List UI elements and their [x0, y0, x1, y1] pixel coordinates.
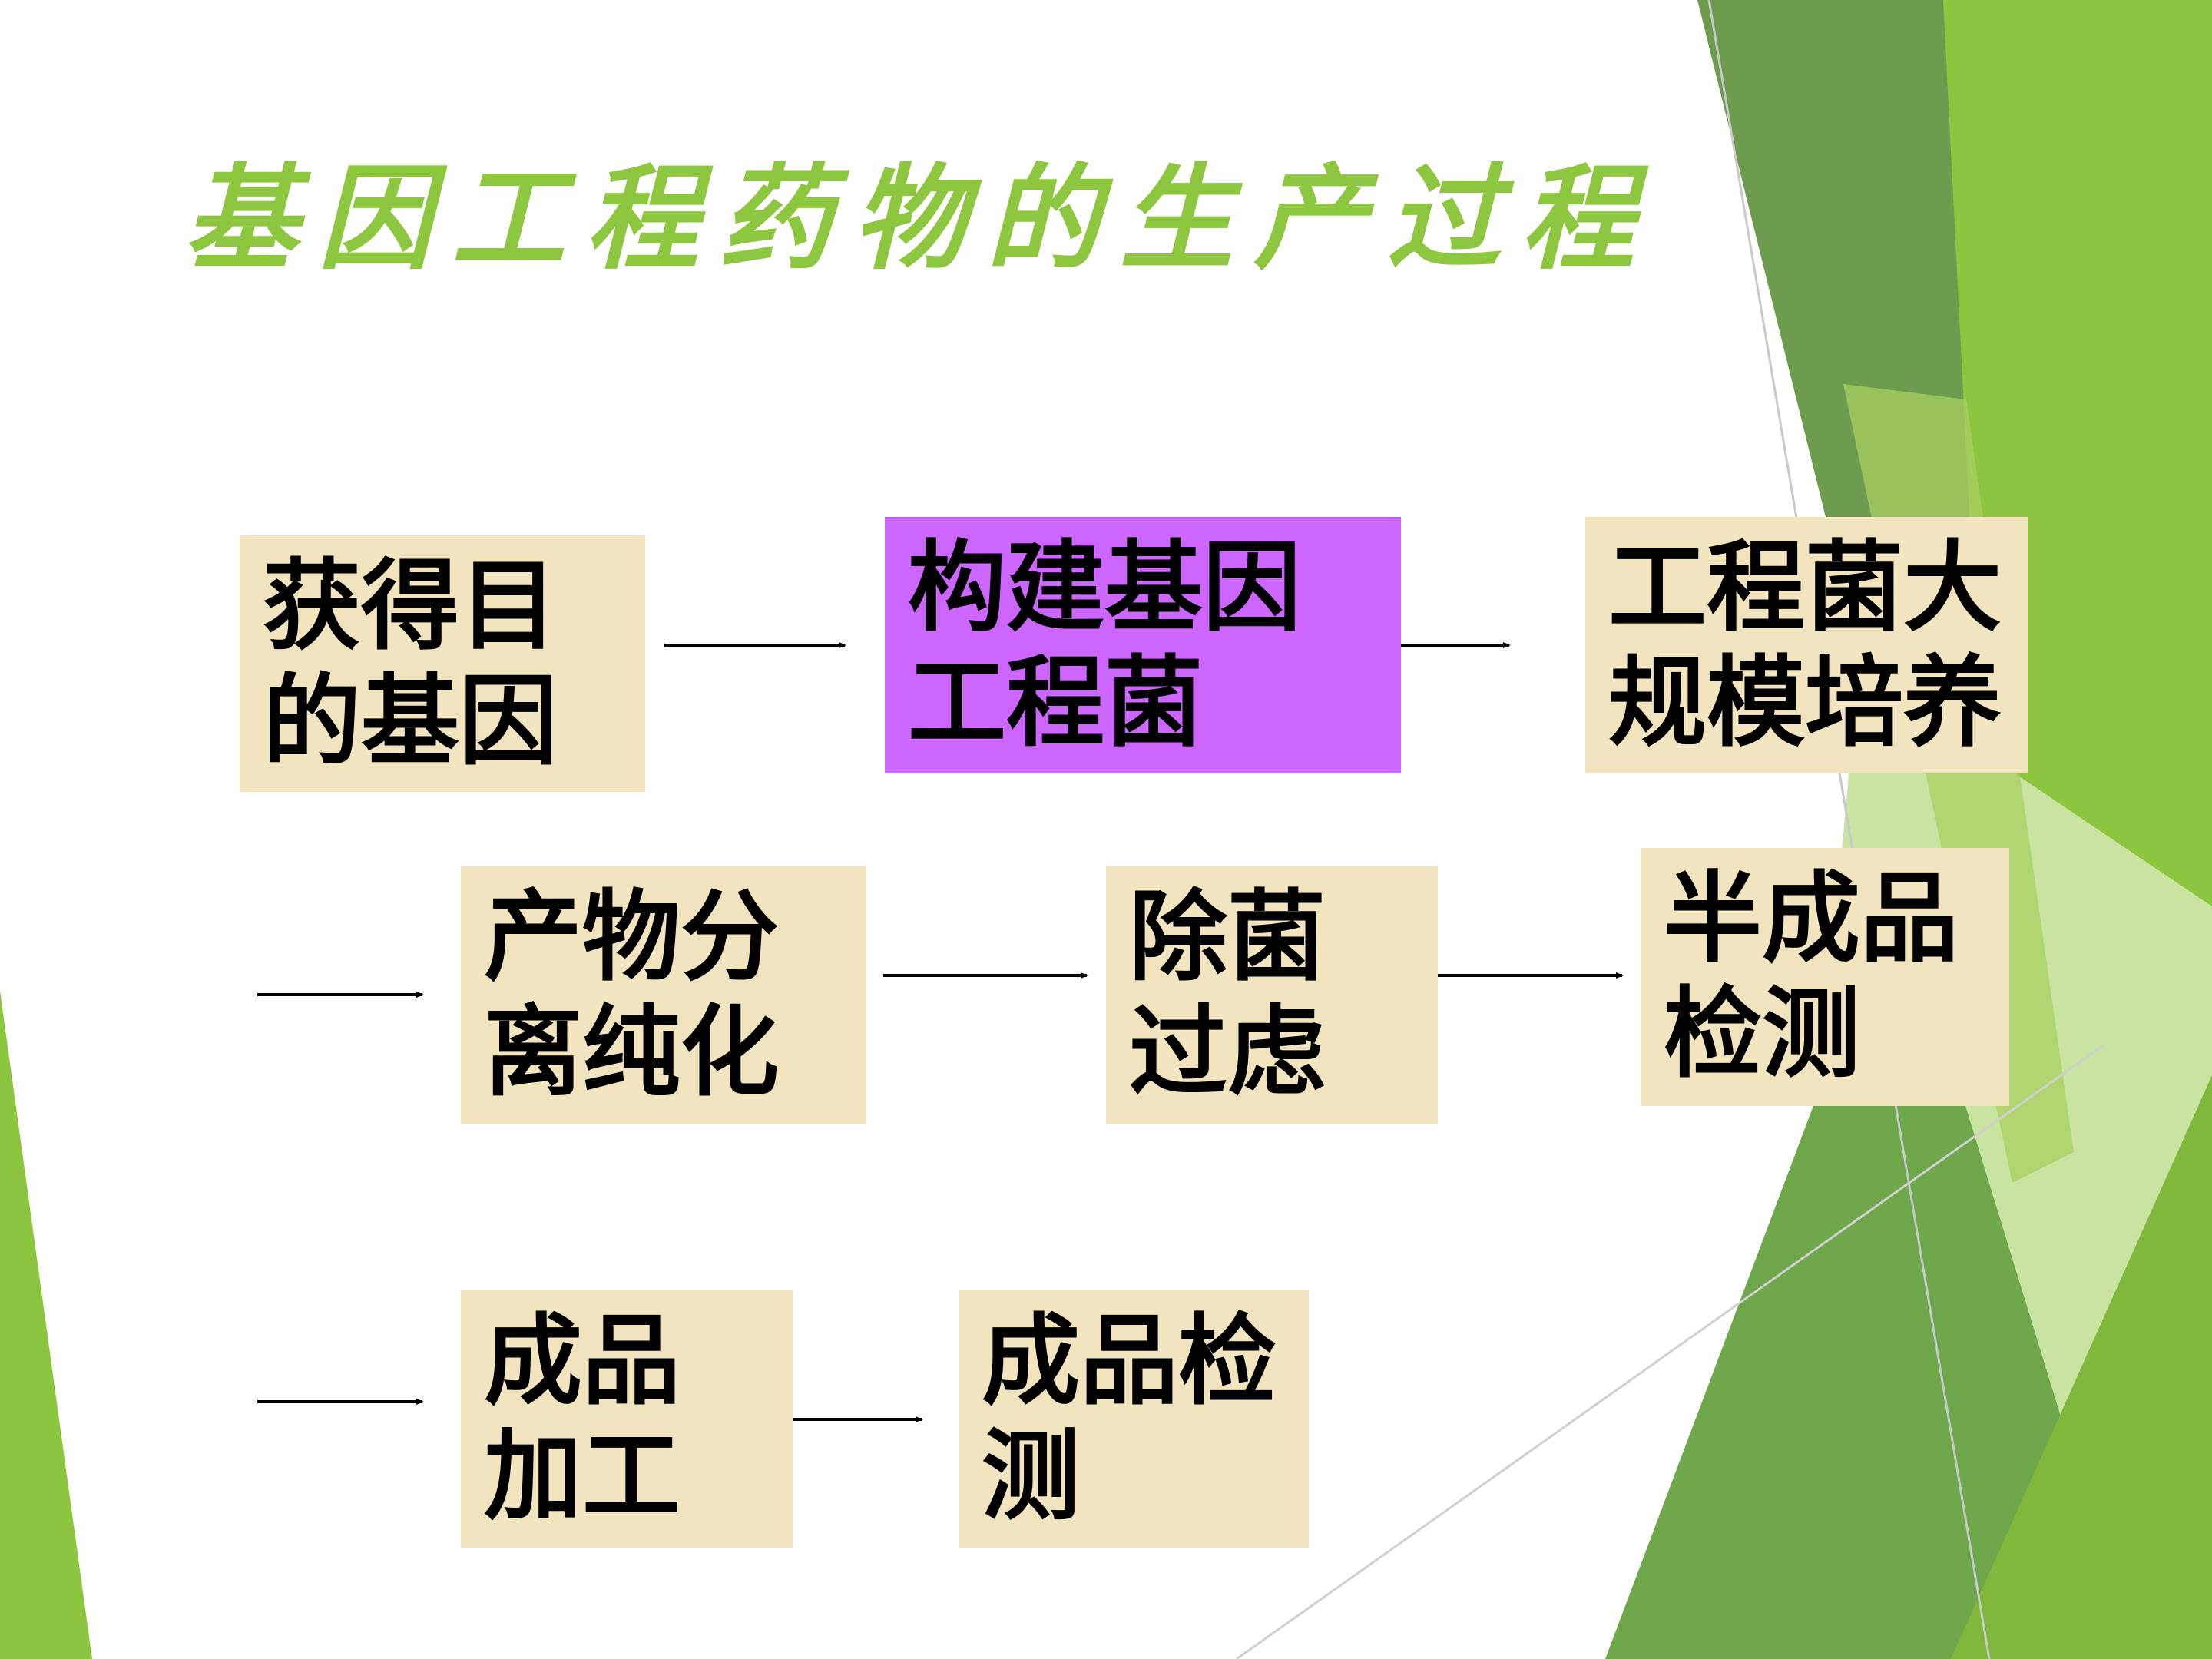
- step-line: 产物分: [484, 880, 780, 995]
- step-line: 工程菌大: [1608, 531, 2002, 645]
- step-line: 半成品: [1664, 862, 1959, 976]
- step-line: 除菌: [1129, 880, 1326, 995]
- shard-bright-bottom: [1951, 1075, 2212, 1659]
- step-line: 规模培养: [1608, 646, 2002, 760]
- step-semi-finished-testing: 半成品 检测: [1641, 848, 2009, 1106]
- step-construct-engineered-bacteria: 构建基因 工程菌: [885, 517, 1401, 773]
- step-final-product-testing: 成品检 测: [959, 1290, 1309, 1548]
- slide-title: 基因工程药物的生产过程: [184, 151, 1654, 285]
- step-line: 加工: [484, 1419, 681, 1534]
- step-line: 构建基因: [908, 531, 1302, 645]
- shard-dark-bottom: [1605, 883, 2135, 1659]
- step-large-scale-culture: 工程菌大 规模培养: [1585, 517, 2028, 773]
- deco-line-1: [1707, 0, 1991, 1659]
- step-line: 成品检: [982, 1304, 1277, 1419]
- step-line: 的基因: [263, 664, 558, 779]
- step-product-purification: 产物分 离纯化: [461, 866, 866, 1124]
- step-line: 获得目: [263, 549, 558, 664]
- step-line: 成品: [484, 1304, 681, 1419]
- step-line: 过虑: [1129, 995, 1326, 1110]
- step-line: 离纯化: [484, 995, 780, 1110]
- shard-left: [0, 991, 92, 1659]
- step-sterile-filtration: 除菌 过虑: [1106, 866, 1438, 1124]
- deco-line-2: [1236, 1043, 2105, 1659]
- step-line: 测: [982, 1419, 1081, 1534]
- step-obtain-target-gene: 获得目 的基因: [240, 535, 645, 792]
- step-line: 检测: [1664, 977, 1861, 1091]
- step-product-processing: 成品 加工: [461, 1290, 793, 1548]
- step-line: 工程菌: [908, 646, 1204, 760]
